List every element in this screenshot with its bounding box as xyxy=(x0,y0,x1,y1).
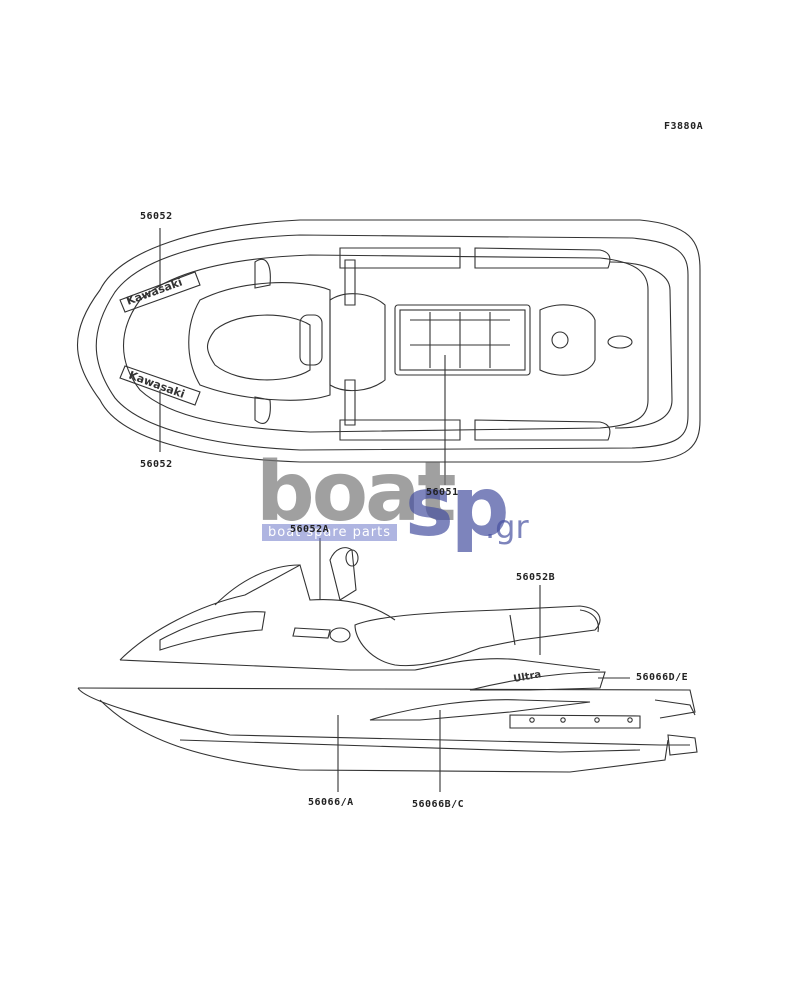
watermark-sp: sp xyxy=(405,460,510,555)
callout-56052b: 56052B xyxy=(516,572,556,583)
callout-56051: 56051 xyxy=(426,487,459,498)
figure-code: F3880A xyxy=(664,121,704,132)
watermark-tagline: boat spare parts xyxy=(262,524,398,541)
hull-outline xyxy=(76,219,701,463)
callout-56052-upper: 56052 xyxy=(140,211,173,222)
callout-56066a: 56066/A xyxy=(308,797,354,808)
callout-56066bc: 56066B/C xyxy=(412,799,465,810)
side-hull-outline xyxy=(77,687,696,719)
ultra-decal: Ultra xyxy=(513,669,543,685)
watermark-tld: .gr xyxy=(485,508,529,546)
callout-56066de: 56066D/E xyxy=(636,672,689,683)
callout-56052-lower: 56052 xyxy=(140,459,173,470)
callout-56052a: 56052A xyxy=(290,524,330,535)
